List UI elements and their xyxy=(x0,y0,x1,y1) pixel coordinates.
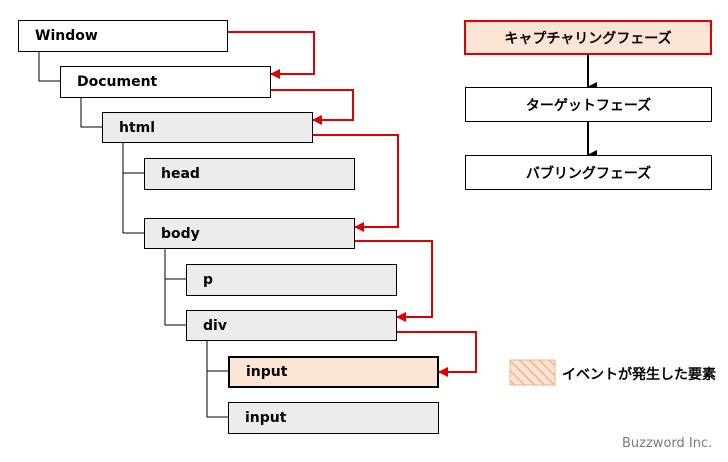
node-document: Document xyxy=(60,66,271,98)
phase-bubbling: バブリングフェーズ xyxy=(465,155,712,190)
node-html: html xyxy=(102,112,313,143)
arrow-div-to-input xyxy=(397,331,477,377)
node-div: div xyxy=(186,310,397,341)
phase-target: ターゲットフェーズ xyxy=(465,87,712,122)
tree-lines xyxy=(38,52,228,418)
phase-capturing: キャプチャリングフェーズ xyxy=(464,20,712,55)
node-input-target: input xyxy=(228,356,439,388)
node-p: p xyxy=(186,264,397,296)
arrow-html-to-body xyxy=(313,134,399,232)
credit-text: Buzzword Inc. xyxy=(622,436,713,451)
arrow-window-to-document xyxy=(228,31,315,79)
node-head: head xyxy=(144,158,355,190)
node-input: input xyxy=(228,402,439,434)
legend-swatch xyxy=(509,359,556,386)
node-body: body xyxy=(144,218,355,249)
node-window: Window xyxy=(18,20,228,52)
arrow-body-to-div xyxy=(355,240,433,322)
legend-label: イベントが発生した要素 xyxy=(562,367,716,383)
capture-arrows xyxy=(228,31,477,377)
arrow-document-to-html xyxy=(271,89,354,125)
